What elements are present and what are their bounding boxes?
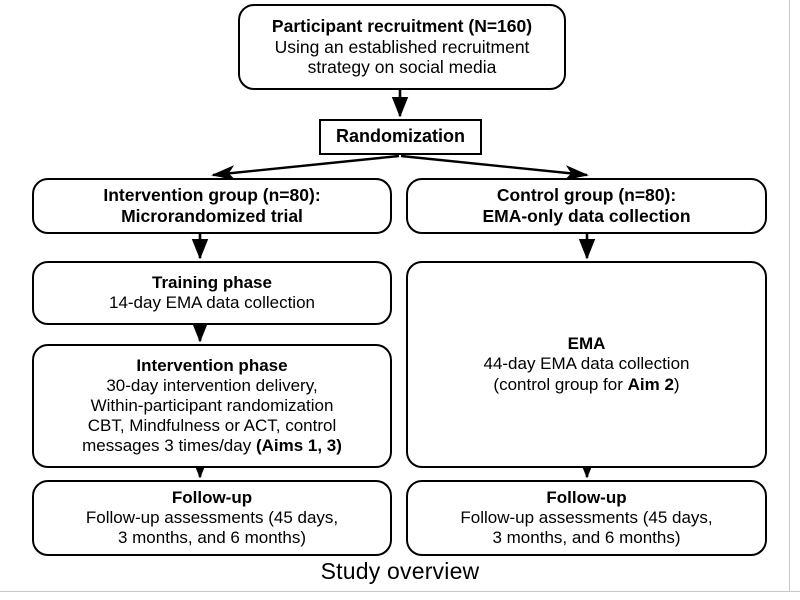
- node-intervention-group: Intervention group (n=80): Microrandomiz…: [32, 178, 392, 234]
- node-intervention-phase: Intervention phase 30-day intervention d…: [32, 344, 392, 468]
- node-line: Follow-up: [171, 487, 253, 507]
- node-training-phase: Training phase 14-day EMA data collectio…: [32, 261, 392, 325]
- node-ema: EMA 44-day EMA data collection (control …: [406, 261, 767, 468]
- node-line: 30-day intervention delivery,: [106, 375, 318, 395]
- node-line-mixed: messages 3 times/day (Aims 1, 3): [82, 436, 342, 456]
- node-line: Intervention phase: [136, 355, 288, 375]
- edge-randomization-to-intervention-group: [211, 154, 400, 181]
- node-line-mixed: (control group for Aim 2): [493, 374, 680, 394]
- node-line: Follow-up assessments (45 days,: [460, 507, 713, 527]
- node-line: EMA: [567, 334, 606, 354]
- node-participant-recruitment: Participant recruitment (N=160) Using an…: [238, 4, 566, 90]
- figure-frame-bottom: [0, 591, 800, 592]
- node-line: 3 months, and 6 months): [492, 528, 681, 548]
- node-line: Follow-up assessments (45 days,: [85, 507, 339, 527]
- node-line: Participant recruitment (N=160): [271, 16, 533, 37]
- node-line: EMA-only data collection: [482, 206, 691, 226]
- node-line: Follow-up: [546, 487, 627, 507]
- node-line: 14-day EMA data collection: [108, 293, 315, 312]
- node-line: Randomization: [336, 126, 465, 147]
- edge-randomization-to-control-group: [400, 154, 589, 181]
- figure-caption: Study overview: [320, 558, 480, 584]
- node-line: Intervention group (n=80):: [103, 185, 321, 206]
- node-control-group: Control group (n=80): EMA-only data coll…: [406, 178, 767, 234]
- figure-frame-right: [789, 0, 790, 592]
- node-line: strategy on social media: [307, 57, 497, 78]
- node-randomization: Randomization: [319, 119, 482, 155]
- node-line: 3 months, and 6 months): [117, 528, 307, 548]
- node-line: Training phase: [152, 272, 272, 292]
- node-line: Using an established recruitment: [274, 36, 530, 57]
- node-line: CBT, Mindfulness or ACT, control: [87, 416, 337, 436]
- node-line: 44-day EMA data collection: [483, 354, 690, 374]
- node-line: Within-participant randomization: [90, 395, 334, 415]
- node-followup-intervention: Follow-up Follow-up assessments (45 days…: [32, 480, 392, 556]
- node-followup-control: Follow-up Follow-up assessments (45 days…: [406, 480, 767, 556]
- node-line: Control group (n=80):: [496, 185, 677, 206]
- node-line: Microrandomized trial: [121, 206, 303, 226]
